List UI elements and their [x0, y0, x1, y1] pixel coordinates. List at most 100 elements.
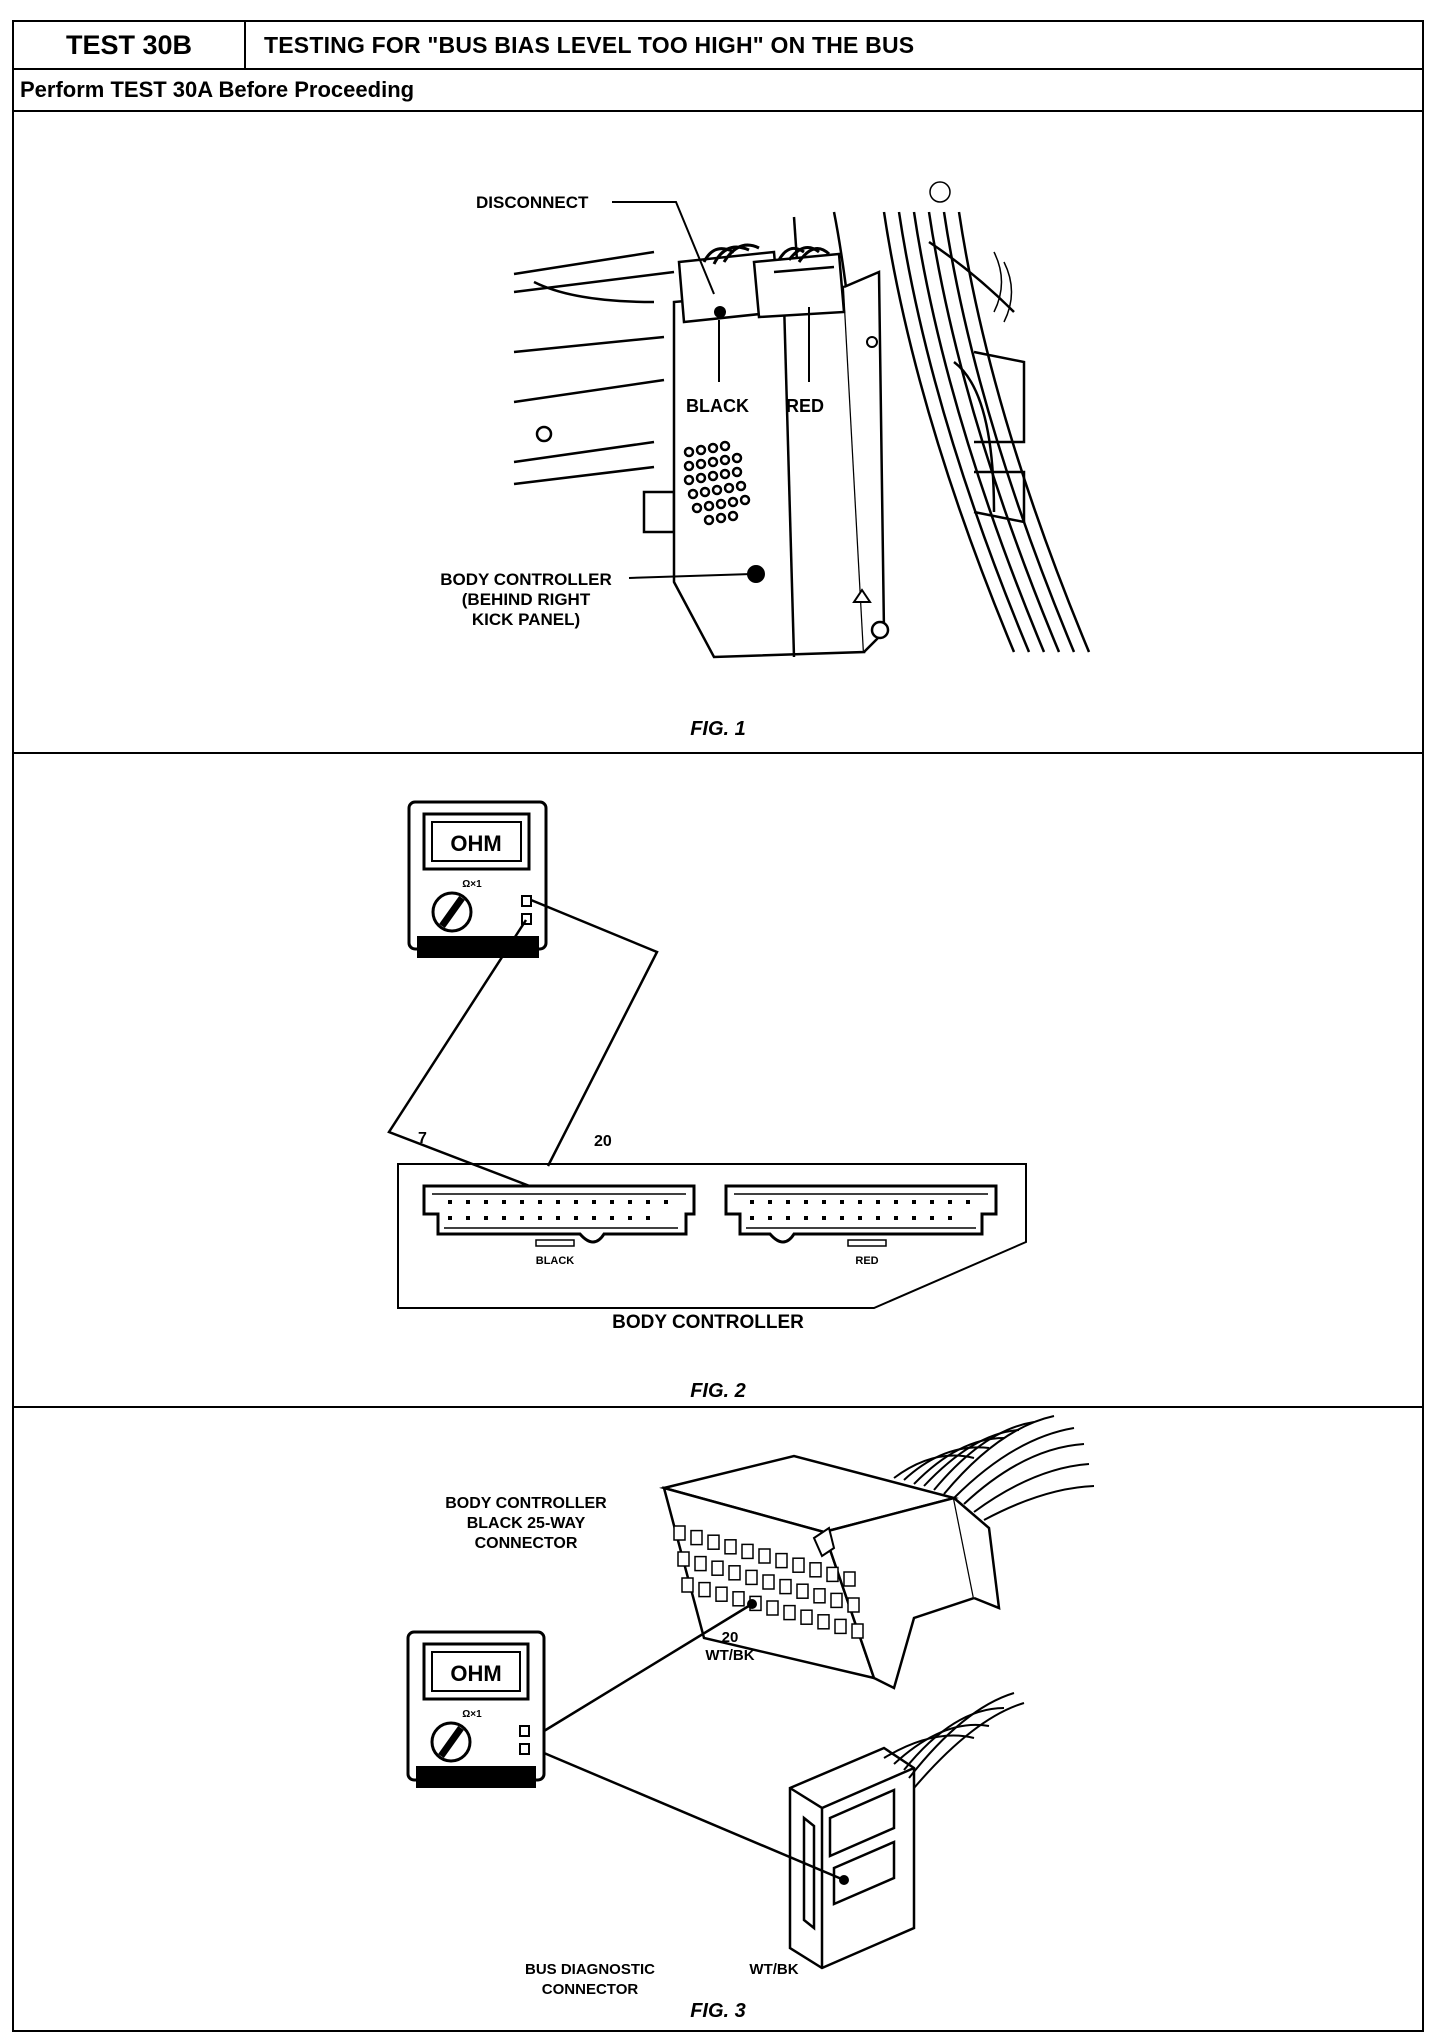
red-connector-pins: [750, 1200, 970, 1220]
connector-pin: [538, 1200, 542, 1204]
connector-pin: [948, 1216, 952, 1220]
connector-cavity: [851, 1623, 864, 1639]
connector-cavity: [813, 1588, 826, 1604]
figure-1-caption: FIG. 1: [690, 718, 746, 740]
pin-20-label: 20: [722, 1629, 739, 1646]
black-connector-label: BLACK: [686, 396, 749, 416]
connector-pin: [556, 1216, 560, 1220]
connector-cavity: [826, 1566, 839, 1583]
connector-pin: [592, 1216, 596, 1220]
connector-pin: [822, 1216, 826, 1220]
disconnect-label: DISCONNECT: [476, 193, 589, 212]
connector-pin: [858, 1200, 862, 1204]
connector-pin: [930, 1200, 934, 1204]
connector-pin: [912, 1216, 916, 1220]
connector-pin: [912, 1200, 916, 1204]
connector-pin: [840, 1216, 844, 1220]
connector-cavity: [783, 1604, 796, 1621]
connector-cavity: [694, 1555, 707, 1572]
connector-pin: [574, 1200, 578, 1204]
connector-pin: [966, 1200, 970, 1204]
black-connector-pins: [448, 1200, 668, 1220]
test-id: TEST 30B: [14, 22, 246, 68]
test-title: TESTING FOR "BUS BIAS LEVEL TOO HIGH" ON…: [264, 31, 915, 58]
connector-pin: [592, 1200, 596, 1204]
connector-pin: [750, 1200, 754, 1204]
pin-7-label: 7: [418, 1130, 427, 1147]
connector-pin: [768, 1216, 772, 1220]
figure-1-panel: DISCONNECT BLACK RED BODY CONTROLLER (BE…: [14, 112, 1422, 754]
connector-pin: [646, 1216, 650, 1220]
connector-pin: [894, 1216, 898, 1220]
connector-cavity: [843, 1571, 856, 1587]
connector-pin: [646, 1200, 650, 1204]
connector-pin: [520, 1200, 524, 1204]
connector-pin: [804, 1200, 808, 1204]
pin-20-label: 20: [594, 1133, 612, 1150]
connector-cavity: [800, 1609, 813, 1625]
connector-cavity: [766, 1600, 779, 1616]
bus-diagnostic-connector: [788, 1746, 916, 1970]
connector-pin: [948, 1200, 952, 1204]
connector-pin: [750, 1216, 754, 1220]
connector-cavity: [792, 1557, 805, 1573]
connector-cavity: [834, 1618, 847, 1635]
connector-cavity: [745, 1569, 758, 1586]
connector-cavity: [758, 1548, 771, 1564]
figure-2-illustration: OHM Ω×1 7 20 BLA: [387, 800, 1027, 1333]
connector-cavity: [779, 1578, 792, 1595]
connector-cavity: [830, 1592, 843, 1609]
test-procedure-sheet: TEST 30B TESTING FOR "BUS BIAS LEVEL TOO…: [12, 20, 1424, 2032]
connector-pin: [786, 1200, 790, 1204]
body-controller-outline: [397, 1163, 1027, 1309]
connector-cavity: [673, 1525, 686, 1541]
figure-2-caption: FIG. 2: [690, 1380, 746, 1402]
figure-3-panel: OHM Ω×1 BODY CONTROLLER BLACK 25-WAY CON…: [14, 1408, 1422, 2030]
speaker-grille: [683, 440, 751, 526]
wire-bundle: [893, 1415, 1095, 1521]
connector-cavity: [681, 1577, 694, 1593]
connector-pin: [502, 1216, 506, 1220]
connector-cavity: [847, 1597, 860, 1613]
connector-cavity: [690, 1529, 703, 1546]
connector-cavity: [677, 1551, 690, 1567]
red-connector: [724, 1184, 998, 1244]
connector-pin: [448, 1216, 452, 1220]
connector-pin: [840, 1200, 844, 1204]
connector-pin: [876, 1216, 880, 1220]
ohmmeter: OHM Ω×1: [406, 1630, 546, 1788]
header-row: TEST 30B TESTING FOR "BUS BIAS LEVEL TOO…: [14, 22, 1422, 70]
connector-pin: [610, 1200, 614, 1204]
connector-cavity: [817, 1614, 830, 1630]
connector-cavity: [724, 1539, 737, 1555]
connector-pin: [628, 1216, 632, 1220]
connector-pin: [930, 1216, 934, 1220]
meter-range: Ω×1: [462, 1709, 482, 1720]
body-controller-label-3: KICK PANEL): [472, 610, 580, 629]
connector-pin: [520, 1216, 524, 1220]
connector-pin: [804, 1216, 808, 1220]
black-connector-label: BLACK: [536, 1255, 575, 1267]
connector-pin: [610, 1216, 614, 1220]
connector-cavity: [741, 1543, 754, 1560]
pin-20-wire-label: WT/BK: [705, 1647, 754, 1664]
body-controller-label: BODY CONTROLLER: [612, 1312, 804, 1333]
connector-cavity: [698, 1581, 711, 1598]
connector-pin: [858, 1216, 862, 1220]
connector-pin: [448, 1200, 452, 1204]
red-connector-label: RED: [855, 1255, 878, 1267]
ohmmeter: OHM Ω×1: [407, 800, 548, 958]
figure-3-illustration: OHM Ω×1 BODY CONTROLLER BLACK 25-WAY CON…: [406, 1415, 1095, 1998]
connector-pin: [628, 1200, 632, 1204]
figure-2-panel: OHM Ω×1 7 20 BLA: [14, 754, 1422, 1408]
connector-cavity: [715, 1586, 728, 1602]
connector-cavities: [673, 1525, 864, 1639]
connector-pin: [768, 1200, 772, 1204]
connector-pin: [574, 1216, 578, 1220]
connector-cavity: [809, 1562, 822, 1578]
connector-cavity: [711, 1560, 724, 1576]
connector-cavity: [775, 1552, 788, 1569]
meter-range: Ω×1: [462, 879, 482, 890]
connector-cavity: [762, 1574, 775, 1590]
red-connector-label: RED: [786, 396, 824, 416]
